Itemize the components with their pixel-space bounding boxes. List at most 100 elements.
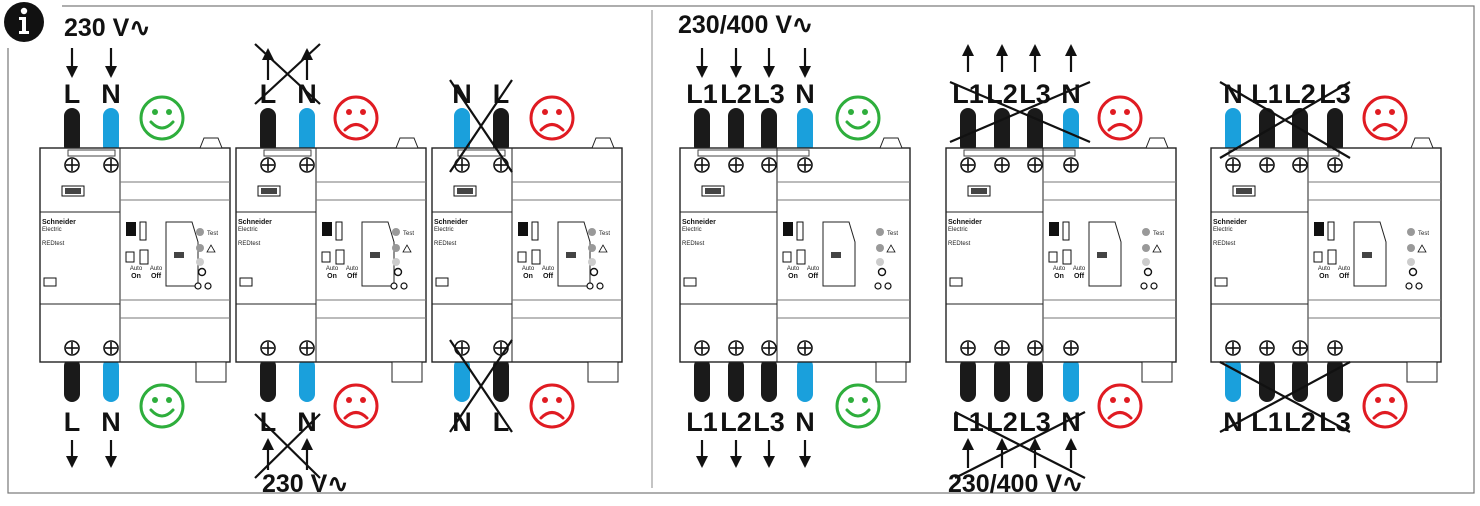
- terminal-label-top: L: [260, 79, 277, 109]
- terminal-screw: [64, 157, 80, 173]
- wiring-panel: SchneiderElectricREDtestAutoOnAutoOffTes…: [235, 79, 427, 437]
- device-model: REDtest: [42, 241, 65, 247]
- off-label: Off: [543, 273, 554, 280]
- rating-box: [435, 277, 449, 287]
- happy-face-icon: [139, 95, 185, 141]
- terminal-screw: [1259, 340, 1275, 356]
- auto-label: Auto: [1053, 266, 1066, 272]
- terminal-label-bottom: L2: [1284, 407, 1316, 437]
- status-led: [1407, 258, 1415, 266]
- on-label: On: [1054, 273, 1064, 280]
- cable-bottom: [454, 358, 470, 402]
- auto-label: Auto: [787, 266, 800, 272]
- warning-icon: [1152, 244, 1162, 253]
- arrow-head: [962, 44, 974, 56]
- terminal-screw: [1327, 157, 1343, 173]
- warning-icon: [886, 244, 896, 253]
- din-latch: [391, 361, 423, 383]
- auto-label-2: Auto: [1338, 266, 1351, 272]
- cable-bottom: [761, 358, 777, 402]
- terminal-screw: [260, 340, 276, 356]
- cable-top: [960, 108, 976, 154]
- test-button: [877, 267, 887, 277]
- terminal-screw: [454, 157, 470, 173]
- cable-bottom: [728, 358, 744, 402]
- rcd-device: SchneiderElectricREDtestAutoOnAutoOffTes…: [1210, 137, 1442, 383]
- on-label: On: [327, 273, 337, 280]
- terminal-label-bottom: N: [452, 407, 472, 437]
- cross-mark: [254, 413, 321, 479]
- cable-bottom: [694, 358, 710, 402]
- warning-led: [1142, 244, 1150, 252]
- rcd-device: SchneiderElectricREDtestAutoOnAutoOffTes…: [235, 137, 427, 383]
- auto-label-2: Auto: [542, 266, 555, 272]
- device-brand-sub: Electric: [42, 227, 62, 233]
- test-button: [1408, 267, 1418, 277]
- off-label: Off: [808, 273, 819, 280]
- device-brand-sub: Electric: [948, 227, 968, 233]
- device-brand-sub: Electric: [434, 227, 454, 233]
- terminal-label-bottom: L2: [986, 407, 1018, 437]
- din-clip: [199, 137, 223, 149]
- arrow-head: [1029, 438, 1041, 450]
- terminal-screw: [694, 157, 710, 173]
- terminal-label-top: N: [452, 79, 472, 109]
- rating-box: [1214, 277, 1228, 287]
- arrow-head: [301, 48, 313, 60]
- terminal-screw: [797, 157, 813, 173]
- cable-top: [299, 108, 315, 154]
- terminal-label-top: L1: [1251, 79, 1283, 109]
- terminal-screw: [728, 157, 744, 173]
- terminal-screw: [299, 157, 315, 173]
- happy-face-icon: [835, 383, 881, 429]
- cable-top: [797, 108, 813, 154]
- cable-top: [1225, 108, 1241, 154]
- terminal-screw: [493, 157, 509, 173]
- test-button: [589, 267, 599, 277]
- warning-icon: [1417, 244, 1427, 253]
- voltage-top-left: 230 V∿: [64, 14, 150, 42]
- test-button: [1143, 267, 1153, 277]
- terminal-label-bottom: L: [64, 407, 81, 437]
- terminal-label-top: L2: [720, 79, 752, 109]
- test-label: Test: [403, 231, 414, 237]
- terminal-screw: [694, 340, 710, 356]
- warning-led: [196, 244, 204, 252]
- arrow-head: [730, 66, 742, 78]
- cross-mark: [449, 79, 513, 173]
- terminal-screw: [1292, 340, 1308, 356]
- test-label: Test: [887, 231, 898, 237]
- device-brand-sub: Electric: [1213, 227, 1233, 233]
- terminal-screw: [454, 340, 470, 356]
- wiring-panel: SchneiderElectricREDtestAutoOnAutoOffTes…: [39, 48, 231, 468]
- terminal-screw: [1063, 340, 1079, 356]
- terminal-label-bottom: L3: [753, 407, 785, 437]
- test-button: [393, 267, 403, 277]
- on-label: On: [523, 273, 533, 280]
- device-brand: Schneider: [42, 219, 76, 226]
- status-led: [876, 258, 884, 266]
- cable-bottom: [1327, 358, 1343, 402]
- cable-bottom: [1225, 358, 1241, 402]
- rating-box: [683, 277, 697, 287]
- reset-icon: [1049, 222, 1059, 236]
- device-body: [679, 147, 911, 363]
- terminal-screw: [1027, 157, 1043, 173]
- rcd-device: SchneiderElectricREDtestAutoOnAutoOffTes…: [945, 137, 1177, 383]
- terminal-label-bottom: N: [1061, 407, 1081, 437]
- device-brand: Schneider: [948, 219, 982, 226]
- rcd-device: SchneiderElectricREDtestAutoOnAutoOffTes…: [39, 137, 231, 383]
- rating-box: [239, 277, 253, 287]
- sad-face-icon: [1097, 95, 1143, 141]
- warning-icon: [598, 244, 608, 253]
- sad-face-icon: [1362, 383, 1408, 429]
- terminal-label-top: L: [64, 79, 81, 109]
- arrow-head: [763, 66, 775, 78]
- din-latch: [875, 361, 907, 383]
- cable-bottom: [994, 358, 1010, 402]
- test-led: [1407, 228, 1415, 236]
- arrow-head: [1065, 438, 1077, 450]
- device-brand: Schneider: [682, 219, 716, 226]
- auto-label: Auto: [522, 266, 535, 272]
